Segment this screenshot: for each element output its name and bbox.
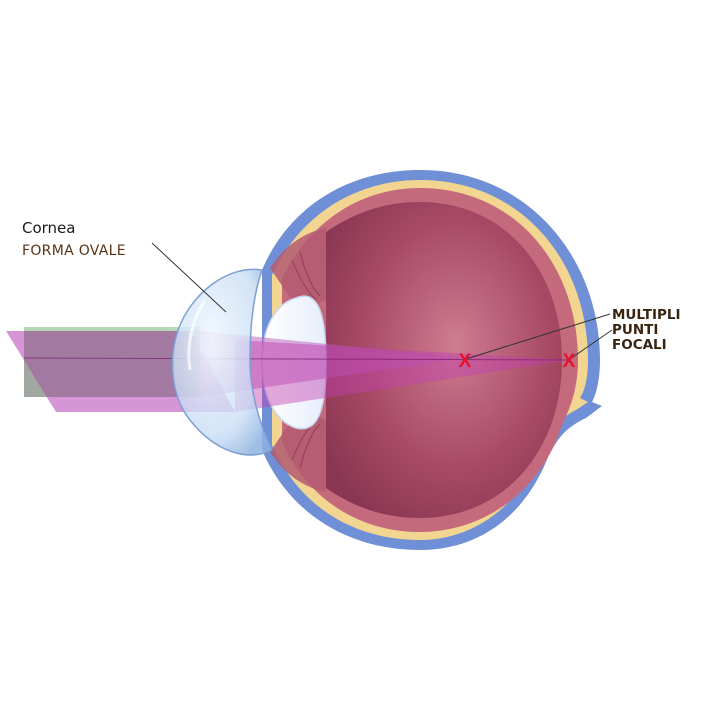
focal-leader-line-1 — [465, 313, 611, 360]
ciliary-body-lower — [270, 408, 326, 492]
optical-axis — [23, 357, 571, 361]
cornea-label: Cornea — [22, 219, 76, 237]
cornea-highlight — [187, 299, 207, 371]
focal-points-label-line-3: FOCALI — [612, 337, 667, 353]
converging-beam-2 — [235, 340, 570, 412]
ciliary-body — [270, 228, 326, 312]
focal-marker-2: X — [563, 351, 576, 372]
converging-beam-1 — [200, 331, 463, 397]
cornea-leader-line — [151, 242, 227, 313]
cornea-shape-label: FORMA OVALE — [22, 243, 126, 259]
focal-points-label-line-2: PUNTI — [612, 322, 659, 338]
beam-core — [24, 331, 200, 397]
focal-leader-line-2 — [569, 329, 613, 360]
focal-points-label-line-1: MULTIPLI — [612, 307, 681, 323]
focal-marker-1: X — [459, 351, 472, 372]
